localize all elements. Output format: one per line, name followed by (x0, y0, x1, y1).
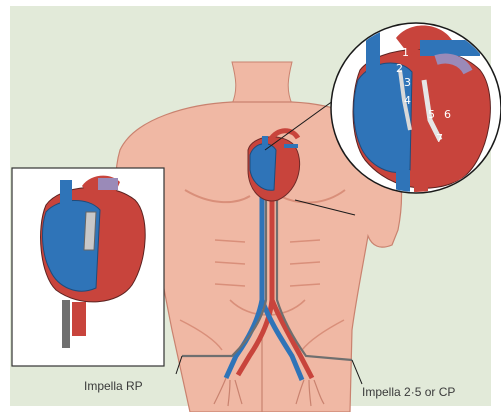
right-heart-callout: 1 2 3 4 5 6 7 (331, 20, 501, 196)
left-inset-heart (12, 168, 164, 366)
marker-2: 2 (396, 62, 403, 75)
marker-6: 6 (444, 108, 451, 121)
marker-4: 4 (404, 94, 411, 107)
marker-3: 3 (404, 76, 411, 89)
marker-5: 5 (428, 108, 435, 121)
impella-rp-label: Impella RP (84, 379, 143, 393)
inset-catheter (84, 212, 96, 250)
impella-cp-label: Impella 2·5 or CP (362, 385, 455, 399)
marker-1: 1 (402, 46, 409, 59)
marker-7: 7 (436, 132, 443, 145)
